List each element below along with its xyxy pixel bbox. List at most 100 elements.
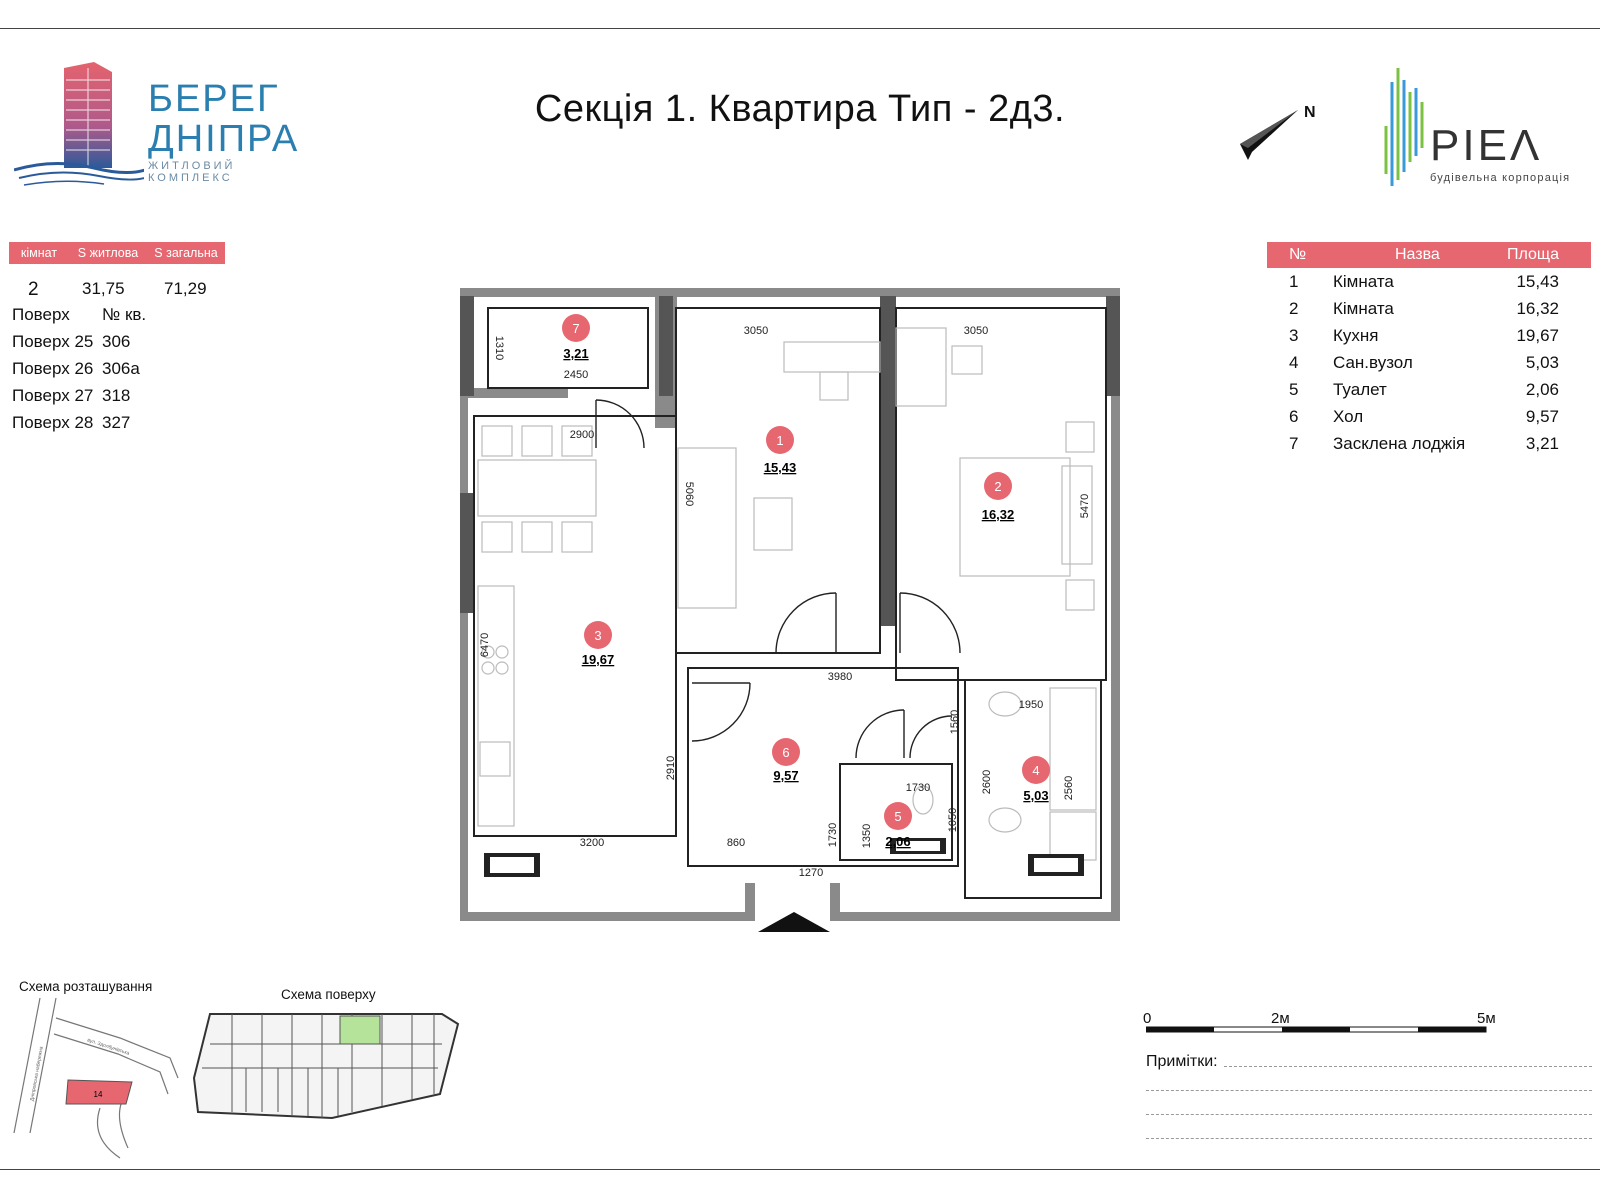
apartment-number: 318 <box>102 386 131 405</box>
dimension-label: 1270 <box>799 867 823 879</box>
page-title: Секція 1. Квартира Тип - 2д3. <box>534 88 1066 130</box>
floor-name: Поверх 27 <box>12 386 94 405</box>
dimension-label: 1950 <box>1019 699 1043 711</box>
scale-bar <box>1146 1026 1487 1033</box>
dimension-label: 2450 <box>564 369 588 381</box>
tower-logo-icon <box>14 62 144 186</box>
legend-num: 4 <box>1289 353 1299 372</box>
apartment-number: 327 <box>102 413 131 432</box>
riel-logo: PIEΛ будівельна корпорація <box>1380 62 1590 192</box>
legend-name: Кухня <box>1333 326 1379 345</box>
brand-subtitle: ЖИТЛОВИЙ КОМПЛЕКС <box>148 160 236 184</box>
room-number: 6 <box>782 745 789 760</box>
floor-row: Поверх 27 318 <box>12 386 130 406</box>
room-marker-2: 2 16,32 <box>982 472 1014 522</box>
inner-walls <box>473 307 1107 899</box>
floor-plan: 1 15,43 2 16,32 3 19,67 4 5,03 5 2,06 6 … <box>460 288 1120 932</box>
summary-living-value: 31,75 <box>82 279 125 298</box>
summary-header-living: S житлова <box>77 246 139 260</box>
legend-num: 5 <box>1289 380 1299 399</box>
north-label: N <box>1304 104 1316 121</box>
windows <box>484 838 1084 877</box>
apartment-highlight <box>339 1015 381 1045</box>
legend-area: 5,03 <box>1525 353 1559 372</box>
legend-area: 15,43 <box>1516 272 1559 291</box>
summary-header-rooms: кімнат <box>20 246 58 260</box>
room-markers: 1 15,43 2 16,32 3 19,67 4 5,03 5 2,06 6 … <box>562 314 1050 849</box>
dimension-label: 2560 <box>1063 776 1075 800</box>
top-rule <box>0 28 1600 29</box>
apartment-number: 306а <box>102 359 140 378</box>
room-number: 7 <box>572 321 579 336</box>
scale-label-5m: 5м <box>1477 1010 1496 1027</box>
floor-header-row: Поверх № кв. <box>12 305 146 325</box>
legend-header-name: Назва <box>1395 246 1440 263</box>
dimension-label: 860 <box>727 837 745 849</box>
riel-subtitle: будівельна корпорація <box>1430 172 1571 184</box>
room-area: 15,43 <box>764 460 797 475</box>
legend-header: № Назва Площа <box>1267 242 1591 268</box>
floor-row: Поверх 25 306 <box>12 332 130 352</box>
legend-num: 7 <box>1289 434 1299 453</box>
room-area: 19,67 <box>582 652 615 667</box>
furniture <box>477 327 1097 861</box>
street-label: вул. Здолбунівська <box>86 1037 130 1056</box>
building-number: 14 <box>94 1090 103 1099</box>
notes-line <box>1224 1066 1592 1067</box>
floor-name: Поверх 25 <box>12 332 94 351</box>
legend-num: 6 <box>1289 407 1299 426</box>
dimension-label: 5470 <box>1079 494 1091 518</box>
notes-line <box>1146 1090 1592 1091</box>
room-marker-7: 7 3,21 <box>562 314 590 361</box>
floor-header-apt: № кв. <box>102 305 147 324</box>
legend-name: Кімната <box>1333 299 1394 318</box>
room-number: 4 <box>1032 763 1039 778</box>
street-label: Дніпровська набережна <box>29 1046 45 1102</box>
dimension-label: 3980 <box>828 671 852 683</box>
scale-label-0: 0 <box>1143 1010 1152 1027</box>
legend-area: 16,32 <box>1516 299 1559 318</box>
building-highlight <box>65 1079 133 1105</box>
dimension-labels: 3050 3050 1310 2450 2900 5060 5470 6470 … <box>479 325 1091 879</box>
scale-label-2m: 2м <box>1271 1010 1290 1027</box>
legend-area: 19,67 <box>1516 326 1559 345</box>
dimension-label: 1050 <box>947 808 959 832</box>
dimension-label: 2600 <box>981 770 993 794</box>
dark-wall-segments <box>460 296 1120 626</box>
notes-label: Примітки: <box>1146 1053 1218 1070</box>
notes-line <box>1146 1138 1592 1139</box>
bottom-rule <box>0 1169 1600 1170</box>
legend-header-area: Площа <box>1507 246 1559 263</box>
floor-row: Поверх 28 327 <box>12 413 130 433</box>
dimension-label: 1560 <box>949 710 961 734</box>
room-area: 9,57 <box>773 768 798 783</box>
legend-name: Засклена лоджія <box>1333 434 1466 453</box>
floor-scheme-map <box>192 1013 460 1120</box>
riel-name: PIEΛ <box>1430 121 1543 170</box>
dimension-label: 5060 <box>683 482 695 506</box>
notes-line <box>1146 1114 1592 1115</box>
dimension-label: 1730 <box>827 823 839 847</box>
north-arrow-icon <box>1240 110 1298 160</box>
dimension-label: 1310 <box>493 336 505 360</box>
location-scheme-label: Схема розташування <box>19 979 153 994</box>
dimension-label: 3050 <box>744 325 768 337</box>
room-number: 5 <box>894 809 901 824</box>
legend-name: Кімната <box>1333 272 1394 291</box>
room-area: 2,06 <box>885 834 910 849</box>
room-area: 5,03 <box>1023 788 1048 803</box>
room-number: 2 <box>994 479 1001 494</box>
floor-scheme-label: Схема поверху <box>281 987 376 1002</box>
room-number: 1 <box>776 433 783 448</box>
room-marker-3: 3 19,67 <box>582 621 615 667</box>
summary-rooms-value: 2 <box>28 279 39 300</box>
dimension-label: 1350 <box>861 824 873 848</box>
summary-header-total: S загальна <box>154 246 218 260</box>
